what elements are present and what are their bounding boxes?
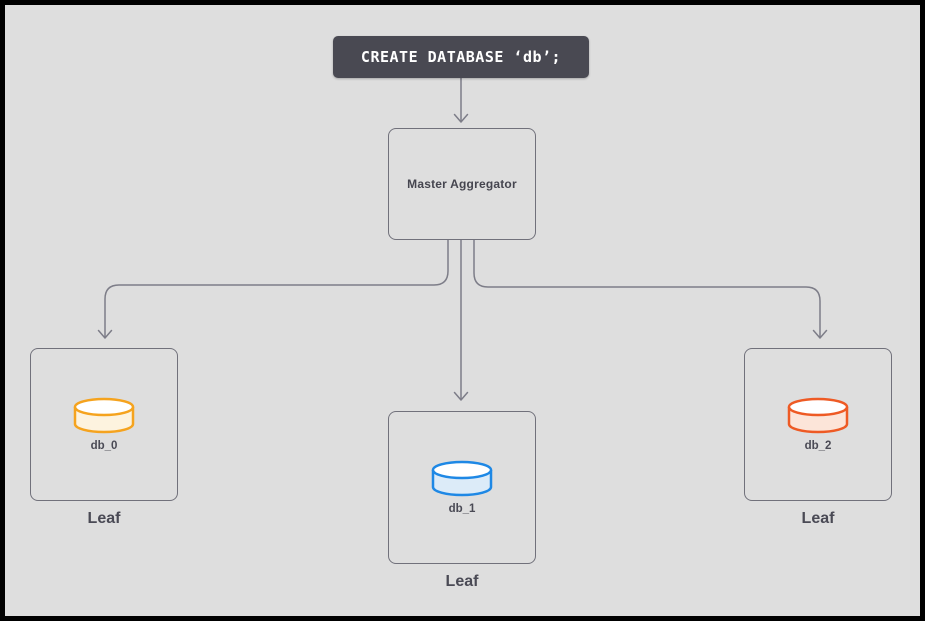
database-icon-db1 [431,460,493,497]
leaf-caption-1: Leaf [445,573,479,590]
leaf-caption-0: Leaf [87,510,121,527]
arrowhead-master-to-leaf-1 [453,391,469,401]
db-name-label-2: db_2 [804,440,832,452]
database-icon-db2 [787,397,849,434]
connector-master-to-leaf-2 [473,239,821,338]
db-name-label-0: db_0 [90,440,118,452]
master-aggregator-node: Master Aggregator [388,128,536,240]
database-icon-db0 [73,397,135,434]
arrowhead-master-to-leaf-0 [97,329,113,339]
leaf-caption-2: Leaf [801,510,835,527]
leaf-node-0: db_0 [30,348,178,501]
sql-statement-box: CREATE DATABASE ‘db’; [333,36,589,78]
leaf-node-1: db_1 [388,411,536,564]
arrowhead-master-to-leaf-2 [812,329,828,339]
master-aggregator-label: Master Aggregator [407,177,517,191]
leaf-node-2: db_2 [744,348,892,501]
sql-statement-text: CREATE DATABASE ‘db’; [360,48,562,66]
arrowhead-sql-to-master [453,113,469,123]
db-name-label-1: db_1 [448,503,476,515]
connector-master-to-leaf-0 [104,239,449,338]
